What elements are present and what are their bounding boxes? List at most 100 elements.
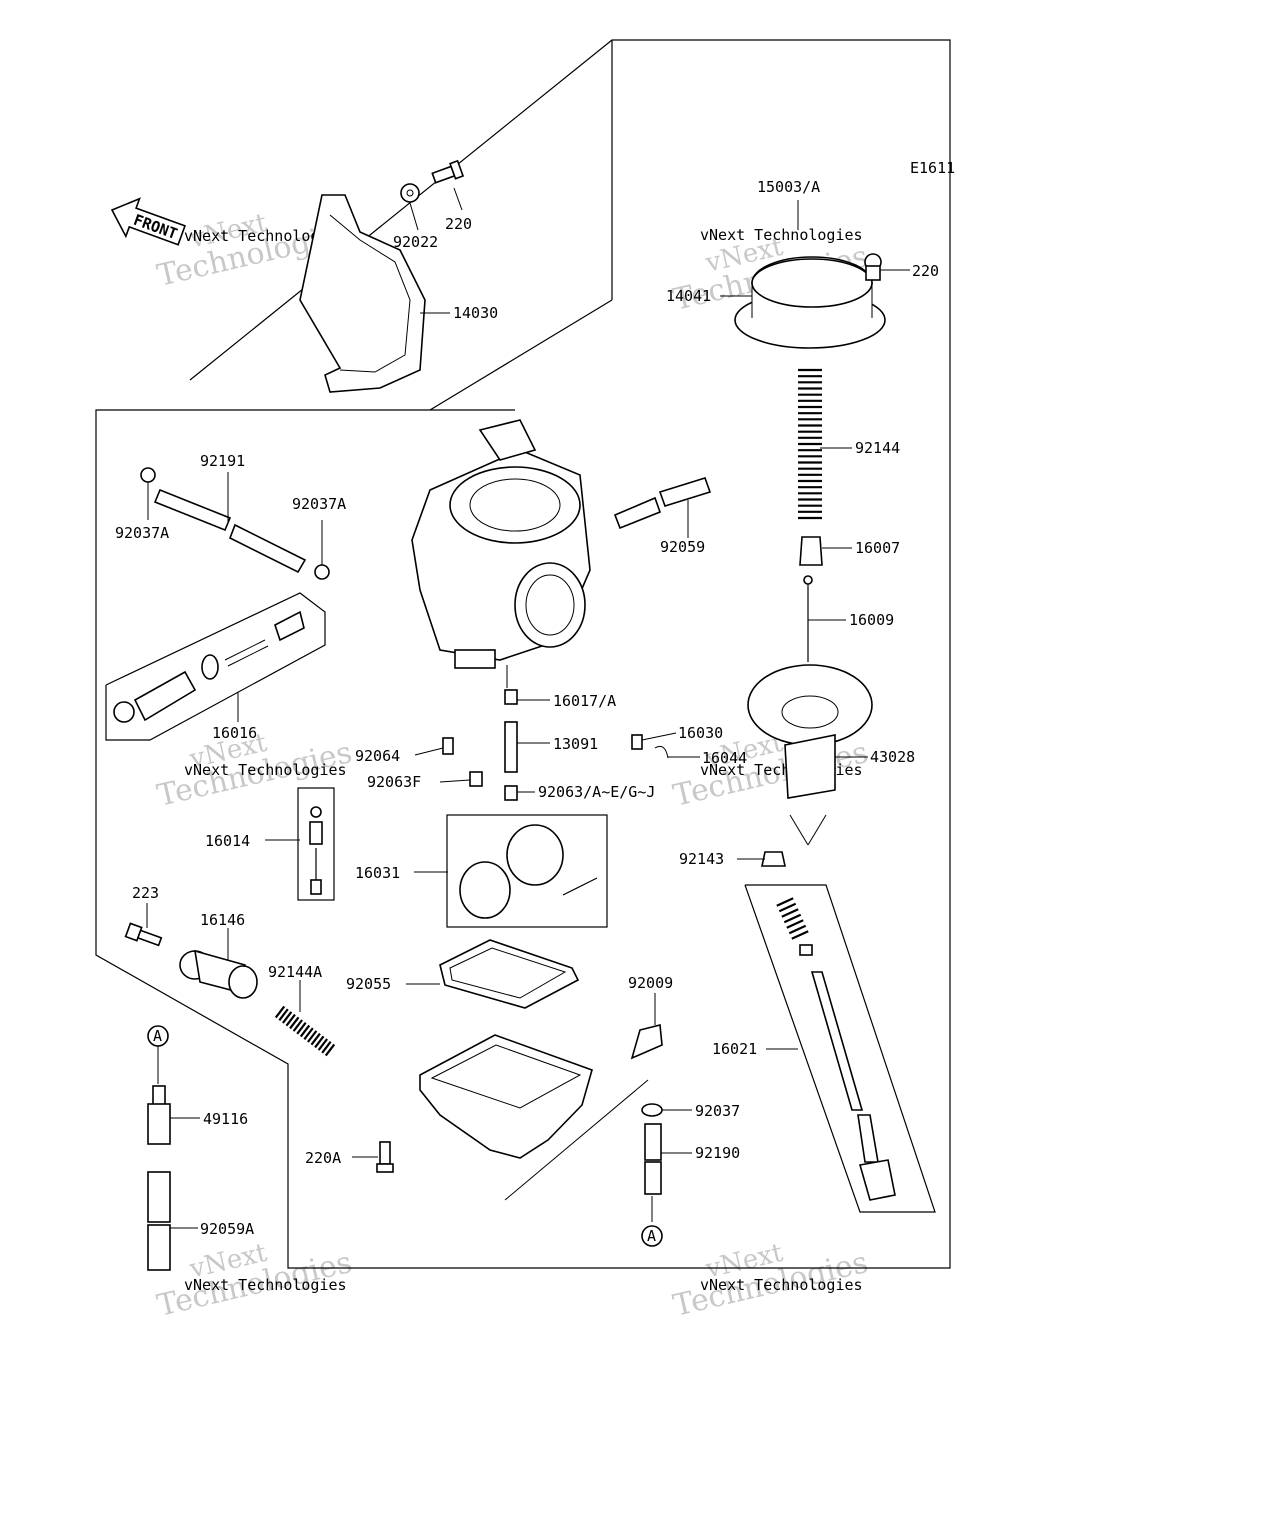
part-label-16007: 16007 (855, 539, 900, 557)
part-label-16030: 16030 (678, 724, 723, 742)
part-label-92144a: 92144A (268, 963, 322, 981)
part-label-16044: 16044 (702, 749, 747, 767)
clip-16044 (654, 745, 669, 759)
part-label-92009: 92009 (628, 974, 673, 992)
part-label-16031: 16031 (355, 864, 400, 882)
spring-coil (783, 913, 802, 924)
spring-coil (776, 897, 794, 907)
spring-coil (788, 924, 807, 935)
seal-92143 (761, 851, 786, 867)
jet-92064 (442, 737, 454, 755)
part-label-92191: 92191 (200, 452, 245, 470)
part-label-92143: 92143 (679, 850, 724, 868)
marker-a-label: A (647, 1227, 656, 1245)
part-label-92063-range: 92063/A~E/G~J (538, 783, 655, 801)
part-label-92059: 92059 (660, 538, 705, 556)
gasket-92055 (439, 939, 580, 1009)
screw-220 (431, 159, 465, 184)
part-labels: 15003/A 220 92022 14030 220 14041 92144 … (115, 178, 939, 1238)
spring-coil (321, 1041, 332, 1054)
cover-14030 (299, 194, 426, 393)
spring-coil (791, 930, 809, 940)
clamp-92037A-b (314, 564, 330, 580)
spring-92144 (798, 368, 822, 520)
spring-coil (310, 1032, 321, 1046)
inset-16031 (446, 814, 608, 928)
part-label-220: 220 (445, 215, 472, 233)
watermark-caption: vNext Technologies (184, 227, 347, 245)
spring-coil (299, 1024, 311, 1038)
spring-coil (274, 1005, 286, 1019)
clamp-92037 (641, 1103, 663, 1117)
jet-92063 (504, 785, 518, 801)
screw-223 (124, 922, 163, 947)
jet-16017 (504, 689, 518, 705)
part-label-92190: 92190 (695, 1144, 740, 1162)
inset-16014 (297, 787, 335, 901)
connection-marker-a-bottom: A (641, 1225, 663, 1247)
spring-coil (285, 1013, 296, 1027)
connection-marker-a-top: A (147, 1025, 169, 1047)
spring-coil (314, 1035, 325, 1049)
diaphragm-43028 (747, 664, 873, 799)
part-label-92037a-left: 92037A (115, 524, 169, 542)
cap-14041 (734, 256, 886, 349)
assembly-frame (95, 39, 951, 1269)
hose-92059 (613, 477, 712, 530)
washer-92022 (400, 183, 420, 203)
spring-coil (317, 1038, 328, 1051)
part-label-16021: 16021 (712, 1040, 757, 1058)
spring-coil (296, 1022, 307, 1035)
part-label-92022: 92022 (393, 233, 438, 251)
watermark-caption: vNext Technologies (700, 226, 863, 244)
needle-jet-13091 (504, 721, 518, 773)
part-label-223: 223 (132, 884, 159, 902)
part-label-92064: 92064 (355, 747, 400, 765)
part-label-92059a: 92059A (200, 1220, 254, 1238)
spring-coil (778, 902, 797, 913)
part-label-92063f: 92063F (367, 773, 421, 791)
front-arrow: FRONT (110, 197, 186, 246)
parts-artwork (105, 159, 936, 1271)
float-valve-16030 (631, 734, 643, 750)
spring-coil (303, 1027, 314, 1040)
spring-coil (278, 1008, 289, 1021)
spring-coil (292, 1019, 303, 1032)
screw-220A (376, 1141, 394, 1173)
carburetor-body (411, 419, 591, 669)
part-label-13091: 13091 (553, 735, 598, 753)
spring-coil (289, 1016, 300, 1030)
hose-92191 (153, 488, 307, 574)
watermark-caption: vNext Technologies (184, 1276, 347, 1294)
cover-16146 (179, 949, 258, 999)
part-label-49116: 49116 (203, 1110, 248, 1128)
part-label-220-right: 220 (912, 262, 939, 280)
watermark-caption: vNext Technologies (184, 761, 347, 779)
part-label-16016: 16016 (212, 724, 257, 742)
part-label-92055: 92055 (346, 975, 391, 993)
float-bowl (419, 1034, 593, 1159)
leader-lines (146, 187, 910, 1229)
part-label-15003-a: 15003/A (757, 178, 820, 196)
screw-92009 (630, 1023, 663, 1060)
screw-220-right (864, 253, 882, 281)
spring-coil (786, 919, 804, 929)
spring-coil (307, 1030, 318, 1043)
spring-coil (282, 1011, 293, 1024)
watermark: vNext Technologies (670, 1238, 871, 1324)
watermark-caption: vNext Technologies (700, 1276, 863, 1294)
part-label-92037: 92037 (695, 1102, 740, 1120)
part-label-14030: 14030 (453, 304, 498, 322)
part-label-16014: 16014 (205, 832, 250, 850)
spring-coil (324, 1043, 336, 1057)
inset-16021 (744, 884, 936, 1213)
choke-16016 (113, 610, 305, 723)
part-label-92144: 92144 (855, 439, 900, 457)
hose-92059A (147, 1171, 171, 1223)
clamp-92037A (140, 467, 156, 483)
part-label-16146: 16146 (200, 911, 245, 929)
part-label-14041: 14041 (666, 287, 711, 305)
part-label-16009: 16009 (849, 611, 894, 629)
